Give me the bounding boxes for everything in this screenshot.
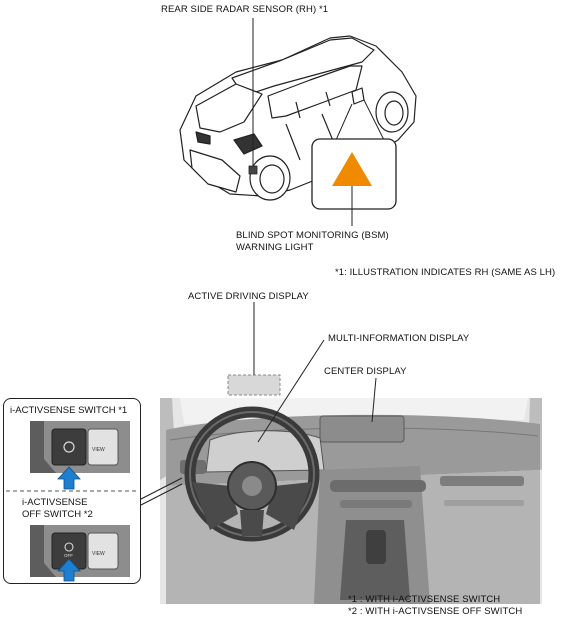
footnote-1: *1 : WITH i-ACTIVSENSE SWITCH bbox=[348, 594, 501, 605]
mid-leader-line bbox=[257, 339, 325, 443]
activsense-off-icon bbox=[64, 542, 74, 552]
active-driving-display-label: ACTIVE DRIVING DISPLAY bbox=[188, 291, 309, 302]
bsm-warning-light-inset bbox=[311, 99, 397, 226]
switch-inset-panel: i-ACTIVSENSE SWITCH *1 VIEW VIEW OFF i-A… bbox=[3, 398, 141, 584]
activsense-icon bbox=[63, 441, 75, 453]
warning-triangle-icon bbox=[332, 152, 372, 186]
active-driving-display-area bbox=[227, 374, 281, 396]
switch-inset-art bbox=[6, 421, 138, 582]
view-text-1: VIEW bbox=[92, 447, 105, 453]
bsm-label-line1: BLIND SPOT MONITORING (BSM) bbox=[236, 230, 389, 241]
multi-information-display-label: MULTI-INFORMATION DISPLAY bbox=[328, 333, 470, 344]
bsm-label-line2: WARNING LIGHT bbox=[236, 242, 314, 253]
dashboard-illustration bbox=[160, 398, 542, 604]
rear-sensor-label: REAR SIDE RADAR SENSOR (RH) *1 bbox=[161, 4, 329, 15]
inset-connector-bottom bbox=[138, 483, 183, 507]
illustration-note: *1: ILLUSTRATION INDICATES RH (SAME AS L… bbox=[335, 267, 556, 278]
center-display-label: CENTER DISPLAY bbox=[324, 366, 407, 377]
press-arrow-icon bbox=[57, 558, 81, 582]
view-text-2: VIEW bbox=[92, 551, 105, 557]
switch1-title: i-ACTIVSENSE SWITCH *1 bbox=[10, 405, 128, 416]
center-display-leader-line bbox=[371, 377, 377, 423]
i-activsense-off-switch bbox=[30, 525, 130, 582]
vehicle-illustration bbox=[179, 35, 417, 201]
footnote-2: *2 : WITH i-ACTIVSENSE OFF SWITCH bbox=[348, 606, 523, 617]
switch2-title-line2: OFF SWITCH *2 bbox=[22, 509, 93, 520]
inset-connector-top bbox=[138, 477, 183, 501]
press-arrow-icon bbox=[57, 466, 81, 490]
off-text: OFF bbox=[64, 553, 73, 558]
i-activsense-switch bbox=[30, 421, 130, 490]
switch2-title-line1: i-ACTIVSENSE bbox=[22, 497, 88, 508]
